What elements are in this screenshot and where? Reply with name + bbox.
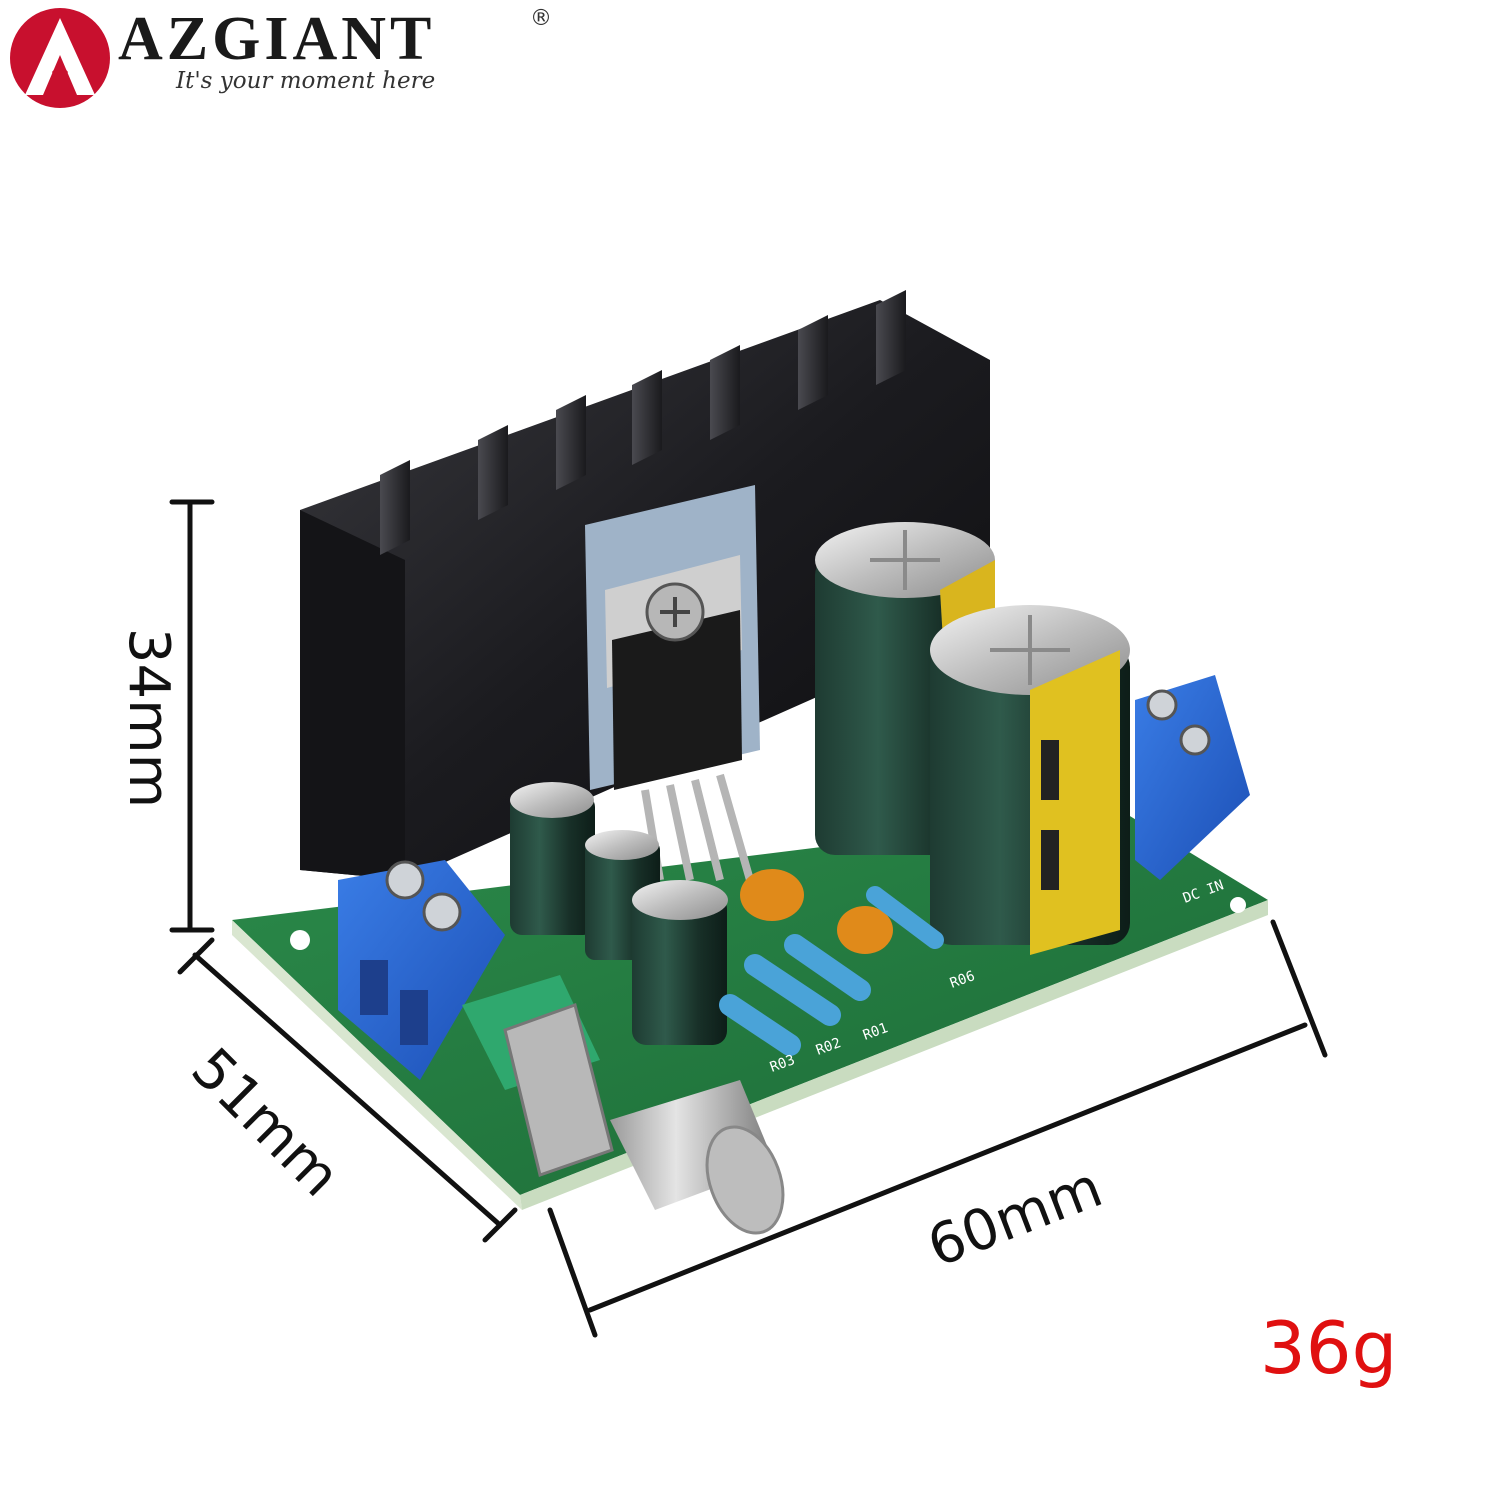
height-dimension-label: 34mm [116, 627, 182, 809]
weight-label: 36g [1260, 1306, 1398, 1390]
dimension-lines [169, 499, 1328, 1338]
terminal-block-left [338, 860, 505, 1080]
resistors [719, 886, 944, 1056]
capacitor-small-1 [510, 782, 595, 935]
terminal-block-right [1135, 675, 1250, 880]
brand-tagline: It's your moment here [176, 68, 436, 94]
red-circle-arrow-logo-icon [10, 8, 110, 108]
amplifier-chip [585, 485, 760, 882]
capacitor-small-3 [632, 880, 728, 1045]
ceramic-capacitor [740, 869, 804, 921]
registered-mark: ® [530, 6, 552, 31]
ceramic-capacitor [837, 906, 893, 954]
capacitor-large-front [930, 605, 1130, 955]
potentiometer [462, 975, 785, 1235]
brand-name: AZGIANT [118, 5, 436, 73]
